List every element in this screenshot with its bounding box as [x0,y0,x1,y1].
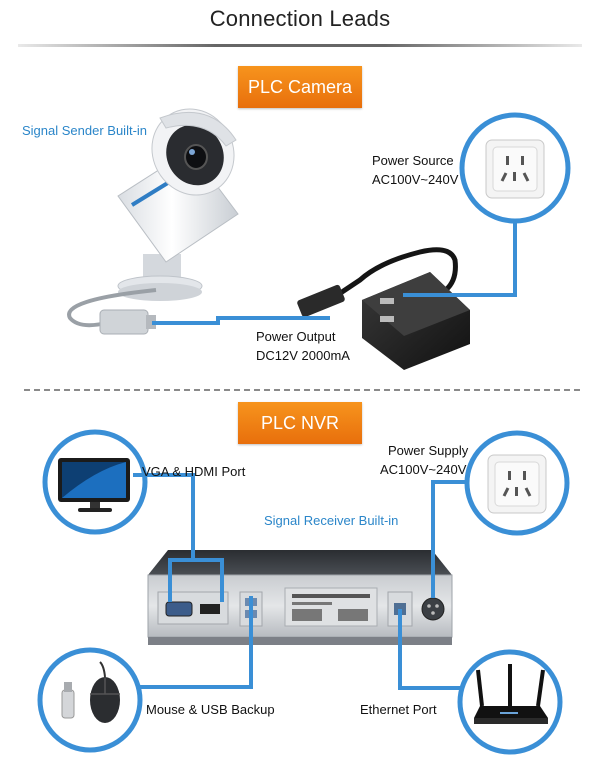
section-divider [24,389,580,391]
nvr-device-icon [147,550,453,645]
ethernet-port-label: Ethernet Port [360,702,437,717]
title-divider [18,44,582,47]
monitor-icon [58,458,130,512]
camera-section-badge: PLC Camera [238,66,362,108]
power-supply-spec: AC100V~240V [380,462,467,477]
power-adapter-icon [362,272,470,370]
page-title: Connection Leads [209,6,391,31]
wall-socket-icon-2 [487,454,547,514]
wall-socket-icon [485,139,545,199]
mouse-usb-label: Mouse & USB Backup [146,702,275,717]
vga-hdmi-label: VGA & HDMI Port [142,464,246,479]
camera-icon [117,108,239,301]
power-output-title: Power Output [256,329,336,344]
power-source-spec: AC100V~240V [372,172,459,187]
router-icon [474,664,548,724]
mouse-icon [90,661,120,723]
power-source-title: Power Source [372,153,454,168]
power-supply-title: Power Supply [388,443,469,458]
signal-sender-label: Signal Sender Built-in [22,123,148,138]
nvr-section-badge: PLC NVR [238,402,362,444]
power-output-spec: DC12V 2000mA [256,348,350,363]
usb-stick-icon [61,682,75,719]
signal-receiver-label: Signal Receiver Built-in [264,513,399,528]
